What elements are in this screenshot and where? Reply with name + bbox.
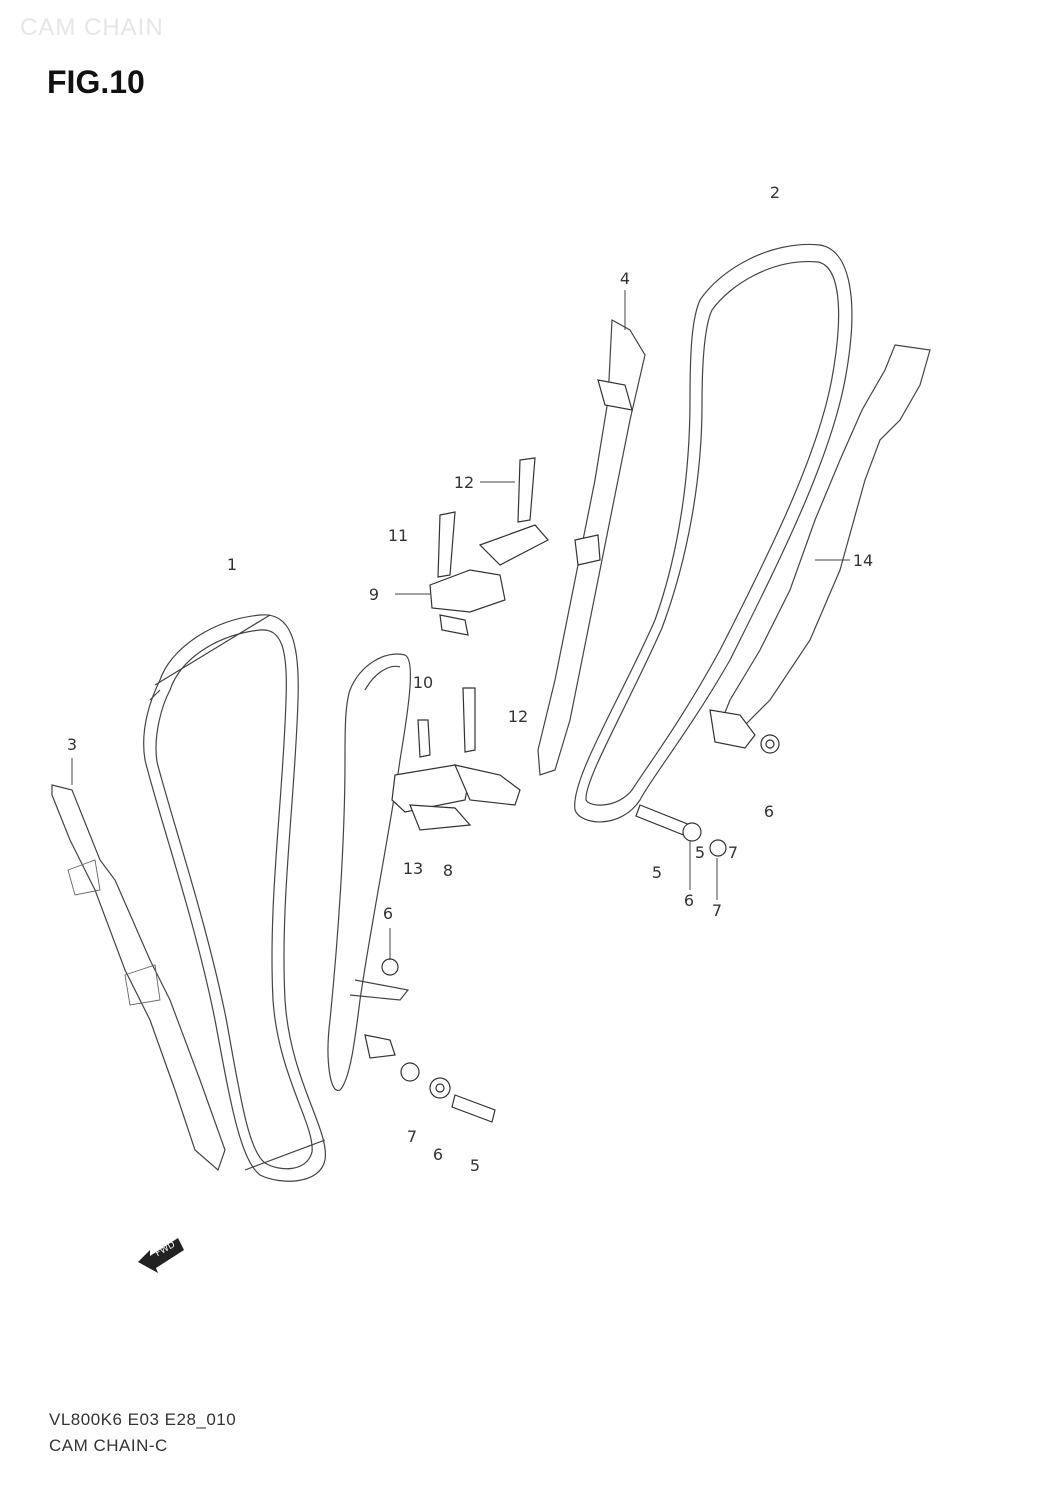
chain-guide-front [51, 784, 226, 1172]
part-label-6-bottom: 6 [433, 1145, 443, 1164]
part-label-13: 13 [403, 859, 423, 878]
cam-chain-front [143, 614, 327, 1182]
part-label-6-rear: 6 [684, 891, 694, 910]
part-label-6-front: 6 [383, 904, 393, 923]
chain-guide-rear-right [635, 344, 931, 857]
part-label-12-mid: 12 [508, 707, 528, 726]
part-label-5-rear: 5 [652, 863, 662, 882]
part-label-14: 14 [853, 551, 873, 570]
cam-chain-rear [574, 243, 853, 823]
part-label-7-rear: 7 [712, 901, 722, 920]
part-label-1: 1 [227, 555, 237, 574]
fwd-arrow-icon: FWD [138, 1238, 184, 1273]
part-label-12-top: 12 [454, 473, 474, 492]
leader-lines [71, 290, 850, 960]
part-label-10: 10 [413, 673, 433, 692]
part-label-5-small: 5 [695, 843, 705, 862]
chain-tensioner-front [327, 653, 496, 1123]
part-label-7-mid: 7 [728, 843, 738, 862]
part-label-9: 9 [369, 585, 379, 604]
part-label-5-front: 5 [470, 1156, 480, 1175]
part-label-11: 11 [388, 526, 408, 545]
watermark-text: CAM CHAIN [20, 14, 164, 41]
part-labels: 1 2 3 4 5 6 7 8 9 10 11 12 12 13 14 6 6 … [67, 183, 873, 1175]
part-label-7-front: 7 [407, 1127, 417, 1146]
figure-title: FIG.10 [47, 64, 145, 100]
part-label-2: 2 [770, 183, 780, 202]
diagram-code: VL800K6 E03 E28_010 [49, 1410, 237, 1429]
part-label-6-right: 6 [764, 802, 774, 821]
tensioner-adjuster-rear [429, 457, 549, 636]
tensioner-adjuster-front [391, 687, 521, 831]
part-label-4: 4 [620, 269, 630, 288]
diagram-name: CAM CHAIN-C [49, 1436, 168, 1455]
part-label-3: 3 [67, 735, 77, 754]
chain-guide-rear-left [537, 319, 646, 776]
part-label-8: 8 [443, 861, 453, 880]
